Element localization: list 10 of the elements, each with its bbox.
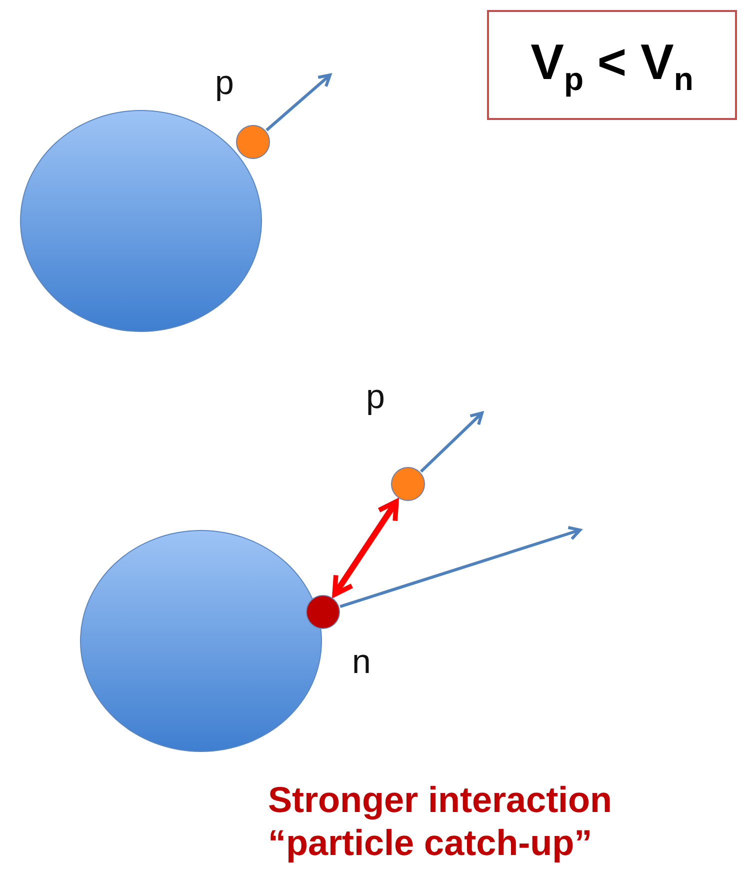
particle-label: n <box>352 645 371 679</box>
inequality-box <box>487 10 737 120</box>
proton-particle <box>236 125 270 159</box>
proton-particle <box>391 467 425 501</box>
caption: Stronger interaction “particle catch-up” <box>268 778 614 864</box>
particle-label: p <box>366 380 385 414</box>
double-arrow <box>332 499 399 597</box>
velocity-inequality: V$_{p}$ < V$_{n}$ <box>530 32 694 98</box>
particle-label: p <box>215 66 234 100</box>
neutron-particle <box>306 595 340 629</box>
